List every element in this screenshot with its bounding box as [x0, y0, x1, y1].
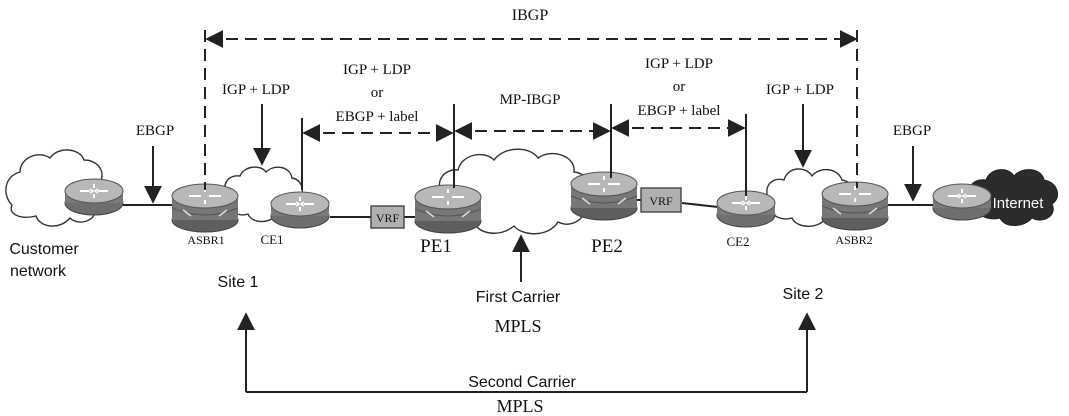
pe2-label: PE2: [591, 236, 623, 257]
ebgp-right-label: EBGP: [893, 123, 931, 139]
first-carrier-label: First Carrier: [476, 289, 561, 306]
ce-pe-right-line1: IGP + LDP: [645, 56, 713, 72]
asbr2-label: ASBR2: [835, 233, 872, 247]
pe1-label: PE1: [420, 236, 452, 257]
ce-pe-right-line3: EBGP + label: [638, 103, 721, 119]
ce1-label: CE1: [260, 232, 283, 247]
internet-cloud: [969, 169, 1059, 226]
second-carrier-mpls-label: MPLS: [496, 396, 543, 416]
asbr1-label: ASBR1: [187, 233, 224, 247]
site1-label: Site 1: [218, 274, 259, 291]
vrf-box-right: VRF: [640, 187, 682, 213]
ce-pe-left-line3: EBGP + label: [336, 109, 419, 125]
customer-network-line1: Customer: [9, 241, 79, 258]
internet-label: Internet: [993, 195, 1045, 212]
igp-ldp-left-label: IGP + LDP: [222, 82, 290, 98]
site2-label: Site 2: [783, 286, 824, 303]
igp-ldp-right-label: IGP + LDP: [766, 82, 834, 98]
ce1-router: [270, 191, 330, 229]
ce-pe-left-line2: or: [371, 85, 384, 101]
customer-router: [64, 178, 124, 216]
ce-pe-left-line1: IGP + LDP: [343, 62, 411, 78]
internet-router: [932, 183, 992, 221]
second-carrier-label: Second Carrier: [468, 374, 576, 391]
pe2-router: [570, 171, 638, 221]
ce-pe-right-line2: or: [673, 79, 686, 95]
link-vrf-ce2: [681, 202, 719, 208]
vrf-left-label: VRF: [376, 211, 400, 225]
asbr1-router: [171, 183, 239, 233]
vrf-box-left: VRF: [370, 205, 405, 229]
ebgp-left-label: EBGP: [136, 123, 174, 139]
first-carrier-mpls-label: MPLS: [494, 316, 541, 336]
ibgp-label: IBGP: [512, 7, 549, 24]
asbr2-router: [821, 181, 889, 231]
pe1-router: [414, 184, 482, 234]
customer-network-line2: network: [10, 263, 67, 280]
ce2-router: [716, 190, 776, 228]
vrf-right-label: VRF: [649, 194, 673, 208]
ce2-label: CE2: [726, 234, 749, 249]
mp-ibgp-label: MP-IBGP: [500, 92, 561, 108]
